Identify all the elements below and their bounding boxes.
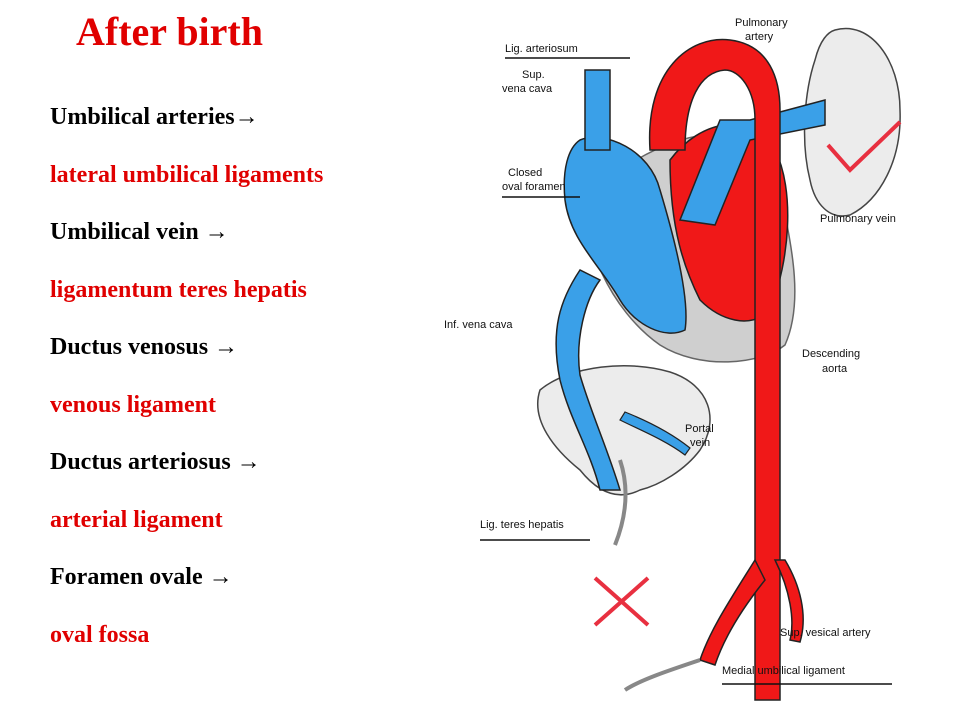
inferior-vena-cava (555, 269, 622, 491)
portal-vein (619, 411, 691, 456)
remnant-lateral-umbilical-ligaments: lateral umbilical ligaments (50, 161, 324, 188)
iliac-artery-left (699, 558, 766, 666)
superior-vena-cava (584, 69, 611, 151)
label-descending-aorta-2: aorta (822, 363, 848, 375)
structure-ductus-arteriosus: Ductus arteriosus → (50, 449, 261, 475)
remnant-venous-ligament: venous ligament (50, 391, 217, 418)
structure-umbilical-arteries: Umbilical arteries→ (50, 104, 259, 130)
structure-foramen-ovale: Foramen ovale → (50, 564, 233, 590)
label-sup-vena-cava-2: vena cava (502, 83, 553, 95)
structure-ductus-venosus: Ductus venosus → (50, 334, 239, 360)
label-portal-vein-2: vein (690, 437, 710, 449)
check-mark-icon (826, 120, 902, 173)
structure-umbilical-vein: Umbilical vein → (50, 219, 229, 245)
label-pulmonary-artery-1: Pulmonary (735, 17, 788, 29)
label-portal-vein-1: Portal (685, 423, 714, 435)
page-title: After birth (76, 9, 263, 54)
label-pulmonary-artery-2: artery (745, 31, 774, 43)
medial-umbilical-ligament (623, 658, 701, 692)
remnant-arterial-ligament: arterial ligament (50, 506, 223, 533)
remnant-oval-fossa: oval fossa (50, 621, 150, 648)
cross-mark-icon (593, 576, 650, 627)
label-closed-oval-2: oval foramen (502, 181, 566, 193)
lung-shape (803, 27, 901, 217)
label-inf-vena-cava: Inf. vena cava (444, 319, 513, 331)
remnant-ligamentum-teres: ligamentum teres hepatis (50, 276, 307, 303)
label-medial-umbilical: Medial umbilical ligament (722, 665, 845, 677)
iliac-artery-right (773, 559, 804, 643)
circulation-diagram: Lig. arteriosum Pulmonary artery Sup. ve… (444, 17, 902, 701)
label-closed-oval-1: Closed (508, 167, 542, 179)
aortic-arch (648, 38, 781, 701)
remnant-list: Umbilical arteries→ lateral umbilical li… (50, 98, 323, 673)
right-heart (563, 136, 687, 334)
label-lig-arteriosum: Lig. arteriosum (505, 43, 578, 55)
label-pulmonary-vein: Pulmonary vein (820, 213, 896, 225)
pulmonary-trunk (678, 99, 826, 226)
label-sup-vesical: Sup. vesical artery (780, 627, 871, 639)
label-sup-vena-cava-1: Sup. (522, 69, 545, 81)
ligamentum-teres (613, 459, 628, 546)
label-lig-teres: Lig. teres hepatis (480, 519, 564, 531)
label-descending-aorta-1: Descending (802, 348, 860, 360)
